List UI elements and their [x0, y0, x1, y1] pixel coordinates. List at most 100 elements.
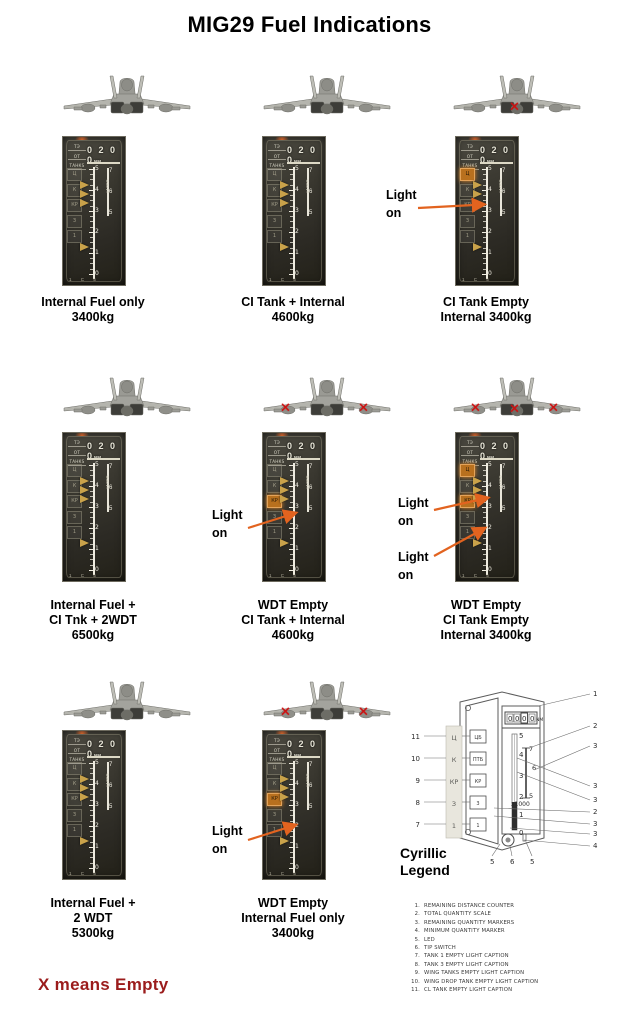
gauge-caption-light-10: К	[267, 183, 282, 197]
gauge-quantity-marker-1	[280, 477, 289, 485]
gauge-quantity-marker-2	[80, 486, 89, 494]
gauge-footer-marks: 1 C 5	[69, 277, 100, 282]
gauge-caption-light-7: 1	[67, 526, 82, 539]
gauge-side-label-1: ОТ	[461, 154, 479, 160]
gauge-side-label-1: ОТ	[68, 748, 86, 754]
gauge-scale-number-1: 1	[295, 545, 299, 552]
gauge-scale-number-2: 2	[295, 228, 299, 235]
gauge-quantity-marker-1	[80, 181, 89, 189]
light-on-label: Light on	[212, 508, 243, 540]
gauge-caption-light-7: 1	[67, 230, 82, 243]
svg-text:8: 8	[416, 799, 420, 807]
svg-text:Ц: Ц	[451, 734, 456, 742]
gauge-caption-light-8: З	[67, 808, 82, 822]
gauge-divider	[87, 458, 120, 460]
gauge-caption-light-9: КР	[67, 495, 82, 508]
svg-text:5: 5	[490, 858, 494, 866]
cyrillic-legend-title: Cyrillic Legend	[400, 845, 450, 878]
gauge-quantity-marker-2	[80, 784, 89, 792]
gauge-scale-number-3: 3	[295, 207, 299, 214]
diagram-secondary-scale: 7 6 5	[522, 745, 536, 800]
legend-item-number: 7.	[414, 953, 420, 960]
x-means-empty-note: X means Empty	[38, 975, 169, 994]
gauge-top-glow	[75, 731, 89, 734]
legend-item-7: 7.TANK 1 EMPTY LIGHT CAPTION	[408, 952, 618, 960]
gauge-quantity-marker-1	[280, 775, 289, 783]
gauge-quantity-marker-2	[473, 190, 482, 198]
gauge-secondary-number-6: 6	[109, 783, 113, 789]
gauge-top-glow	[75, 433, 89, 436]
gauge-divider	[87, 756, 120, 758]
svg-text:0: 0	[508, 715, 512, 723]
svg-text:2: 2	[593, 808, 597, 816]
gauge-side-label-2: ТАНКS	[268, 459, 286, 466]
svg-text:3: 3	[593, 742, 597, 750]
svg-text:3: 3	[593, 796, 597, 804]
gauge-bezel	[66, 734, 122, 876]
diagram-left-callouts: 11 10 9 8 7	[411, 733, 470, 829]
legend-item-number: 10.	[411, 978, 420, 985]
gauge-quantity-marker-2	[80, 190, 89, 198]
legend-item-11: 11. CL TANK EMPTY LIGHT CAPTION	[408, 986, 618, 994]
gauge-quantity-marker-2	[280, 486, 289, 494]
diagram-odometer: 0 0 0 0 NM	[502, 711, 543, 729]
gauge-footer-marks: 1 C 5	[269, 871, 300, 876]
gauge-divider	[87, 162, 120, 164]
aircraft-silhouette-r1c2	[262, 72, 392, 124]
gauge-side-label-2: ТАНКS	[68, 459, 86, 466]
legend-item-number: 11.	[411, 987, 420, 994]
light-on-annotation-r2c3-1: Light on	[398, 548, 429, 584]
gauge-secondary-number-6: 6	[309, 189, 313, 195]
gauge-bezel	[266, 436, 322, 578]
light-on-annotation-r2c3-0: Light on	[398, 494, 429, 530]
aircraft-silhouette-r2c3: ✕✕✕	[452, 374, 582, 426]
diagram-caption-lights: Ц К КР З 1 ЦБ ПТБ КР 3 1	[445, 725, 487, 839]
legend-item-text: CL TANK EMPTY LIGHT CAPTION	[424, 987, 513, 994]
gauge-quantity-marker-1	[473, 181, 482, 189]
gauge-scale-number-4: 4	[488, 186, 492, 193]
gauge-caption-light-7: 1	[267, 526, 282, 539]
gauge-secondary-number-7: 7	[109, 168, 113, 174]
gauge-secondary-number-7: 7	[309, 762, 313, 768]
svg-text:5: 5	[519, 732, 523, 740]
gauge-odometer: 0 2 0 0NM	[87, 145, 118, 165]
gauge-scale-number-1: 1	[295, 249, 299, 256]
gauge-scale-multiplier: x1000	[305, 773, 310, 787]
gauge-schematic-diagram: 0 0 0 0 NM 5 4 3 2 1 0 x1000 7	[398, 688, 616, 868]
light-on-annotation-r2c2-0: Light on	[212, 506, 243, 542]
gauge-scale-multiplier: x1000	[105, 179, 110, 193]
gauge-minimum-marker	[80, 243, 89, 251]
svg-text:0: 0	[530, 715, 534, 723]
legend-item-4: 4.MINIMUM QUANTITY MARKER	[408, 927, 618, 935]
svg-text:x1000: x1000	[511, 801, 530, 808]
legend-item-number: 6.	[414, 945, 420, 952]
gauge-side-label-0: ТЭ	[68, 440, 86, 447]
gauge-minimum-marker	[80, 837, 89, 845]
svg-text:2: 2	[519, 793, 523, 801]
legend-item-10: 10.WING DROP TANK EMPTY LIGHT CAPTION	[408, 978, 618, 986]
legend-item-3: 3.REMAINING QUANTITY MARKERS	[408, 919, 618, 927]
diagram-bottom-controls: 5 6 5	[490, 833, 534, 866]
gauge-scale-number-4: 4	[95, 482, 99, 489]
gauge-secondary-number-5: 5	[109, 506, 113, 512]
gauge-scale-number-0: 0	[95, 566, 99, 573]
gauge-odometer: 0 2 0 0NM	[480, 441, 511, 461]
svg-text:КР: КР	[450, 778, 459, 786]
gauge-secondary-number-7: 7	[309, 464, 313, 470]
gauge-footer-marks: 1 C 5	[462, 573, 493, 578]
gauge-secondary-number-7: 7	[502, 464, 506, 470]
gauge-quantity-marker-2	[280, 784, 289, 792]
gauge-scale-number-3: 3	[295, 503, 299, 510]
gauge-side-label-0: ТЭ	[461, 440, 479, 447]
gauge-odometer: 0 2 0 0NM	[287, 739, 318, 759]
gauge-quantity-marker-3	[80, 793, 89, 801]
legend-item-number: 8.	[414, 961, 420, 968]
